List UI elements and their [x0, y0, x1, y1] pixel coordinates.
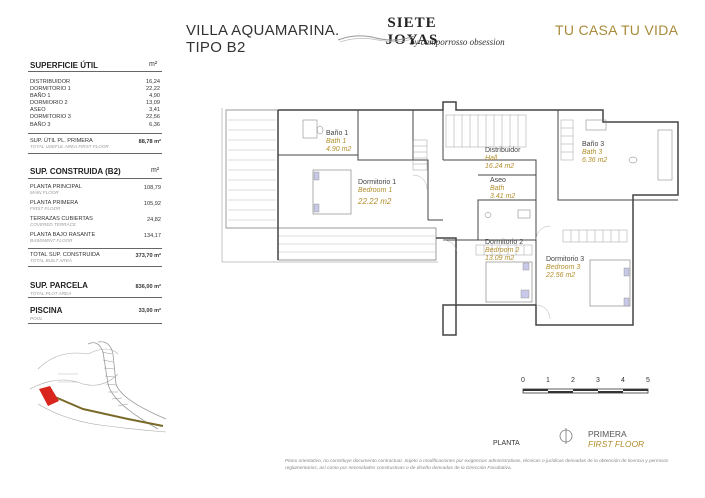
built-row-value: 108,79	[143, 185, 161, 191]
room-bano-3: Baño 3 Bath 3 6.36 m2	[582, 141, 608, 164]
divider	[28, 297, 162, 298]
plot-marker	[39, 386, 59, 406]
divider	[28, 133, 162, 134]
parcel-en: TOTAL PLOT AREA	[30, 291, 72, 296]
useful-total-value: 88,78 m²	[138, 139, 161, 145]
divider	[28, 248, 162, 249]
brand-logo: SIETE JOYAS	[385, 15, 439, 48]
room-distribuidor: Distribuidor Hall 16.24 m2	[485, 147, 521, 170]
scale-bar	[522, 388, 649, 394]
slogan: TU CASA TU VIDA	[555, 22, 679, 38]
site-location-map	[29, 341, 167, 433]
room-dormitorio-3: Dormitorio 3 Bedroom 3 22.56 m2	[546, 256, 585, 279]
scale-labels: 0 1 2 3 4 5	[521, 377, 650, 384]
useful-area-unit: m²	[149, 61, 158, 68]
pool-en: POOL	[30, 316, 43, 321]
useful-area-title: SUPERFICIE ÚTIL	[30, 61, 99, 70]
floor-label: PRIMERA FIRST FLOOR	[588, 429, 645, 449]
disclaimer: Plano orientativo, no constituye documen…	[285, 459, 669, 471]
built-total-value: 373,70 m²	[135, 253, 162, 259]
built-area-title: SUP. CONSTRUIDA (B2)	[30, 167, 121, 176]
built-row-value: 134,17	[143, 233, 161, 239]
room-bano-1: Baño 1 Bath 1 4.90 m2	[326, 130, 352, 153]
divider	[28, 153, 162, 154]
divider	[28, 323, 162, 324]
pool-title: PISCINA	[30, 306, 63, 315]
room-dormitorio-1: Dormitorio 1 Bedroom 1 22.22 m2	[358, 179, 397, 206]
built-total-label: TOTAL SUP. CONSTRUIDA TOTAL BUILT AREA	[30, 252, 100, 263]
north-arrow-icon	[559, 428, 573, 444]
parcel-value: 836,00 m²	[135, 284, 162, 290]
built-area-unit: m²	[151, 167, 160, 174]
page-title: VILLA AQUAMARINA. TIPO B2	[186, 22, 340, 56]
divider	[28, 71, 162, 72]
built-row-value: 105,92	[143, 201, 161, 207]
divider	[28, 266, 162, 267]
brand-wave-icon	[337, 35, 415, 43]
title-line-2: TIPO B2	[186, 39, 246, 56]
floor-plan	[221, 101, 679, 336]
parcel-title: SUP. PARCELA	[30, 281, 88, 290]
brand-subtitle: by camporrosso obsession	[410, 37, 505, 47]
room-dormitorio-2: Dormitorio 2 Bedroom 2 13.09 m2	[485, 239, 524, 262]
room-aseo: Aseo Bath 3.41 m2	[490, 177, 516, 200]
built-row-value: 24,82	[147, 217, 161, 223]
divider	[28, 178, 162, 179]
title-line-1: VILLA AQUAMARINA.	[186, 22, 340, 39]
pool-value: 33,00 m²	[138, 308, 161, 314]
useful-total-label: SUP. ÚTIL PL. PRIMERA TOTAL USEFUL AREA …	[30, 138, 109, 149]
planta-vertical: PLANTA	[493, 440, 520, 447]
